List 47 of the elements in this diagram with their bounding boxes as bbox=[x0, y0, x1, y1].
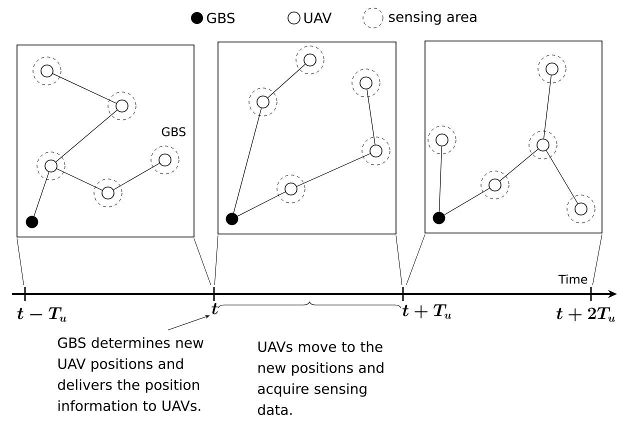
link-line bbox=[237, 192, 286, 216]
link-line bbox=[438, 146, 442, 212]
uav-marker bbox=[480, 170, 510, 200]
gbs-dot bbox=[226, 212, 238, 226]
uav-marker bbox=[296, 46, 324, 74]
link-line bbox=[267, 64, 306, 98]
legend-label: GBS bbox=[207, 12, 235, 24]
link-line bbox=[296, 153, 370, 187]
link-line bbox=[543, 75, 552, 139]
annotation-text: GBS determines new UAV positions and delivers the position information to UAVs. bbox=[58, 337, 204, 412]
uav-marker bbox=[566, 194, 596, 224]
link-line bbox=[444, 188, 490, 216]
uav-marker bbox=[32, 56, 62, 86]
link-line bbox=[546, 150, 578, 204]
uav-marker bbox=[108, 92, 136, 120]
uav-marker bbox=[150, 146, 180, 174]
time-label: $t+T_{u}$ bbox=[402, 304, 452, 319]
uav-marker bbox=[428, 126, 456, 154]
panel-frame bbox=[16, 44, 194, 238]
node-label: GBS bbox=[162, 127, 186, 136]
uav-marker bbox=[352, 68, 380, 98]
annotation-text: UAVs move to the new positions and acquire sensing data. bbox=[258, 341, 384, 416]
link-line bbox=[233, 108, 262, 214]
time-label: $t$ bbox=[212, 303, 218, 314]
uav-marker bbox=[538, 54, 566, 84]
uav-marker bbox=[362, 136, 390, 166]
uav-marker bbox=[36, 152, 66, 180]
link-line bbox=[52, 73, 116, 104]
uav-marker bbox=[528, 130, 558, 160]
legend-label: sensing area bbox=[388, 11, 476, 25]
axis-label: Time bbox=[558, 274, 588, 284]
uav-marker bbox=[94, 178, 122, 208]
gbs-dot bbox=[432, 212, 446, 224]
panel-frame bbox=[218, 42, 396, 234]
gbs-dot bbox=[26, 216, 38, 228]
time-label: $t-T_{u}$ bbox=[17, 307, 66, 322]
legend-label: UAV bbox=[304, 12, 332, 24]
uav-marker bbox=[248, 88, 278, 116]
uav-marker bbox=[276, 174, 306, 204]
link-line bbox=[113, 162, 160, 190]
panel-frame bbox=[424, 40, 602, 234]
link-line bbox=[500, 148, 538, 182]
link-line bbox=[366, 89, 376, 145]
link-line bbox=[56, 110, 118, 162]
link-line bbox=[34, 172, 50, 216]
link-line bbox=[56, 168, 103, 191]
time-label: $t+2T_{u}$ bbox=[556, 307, 615, 322]
